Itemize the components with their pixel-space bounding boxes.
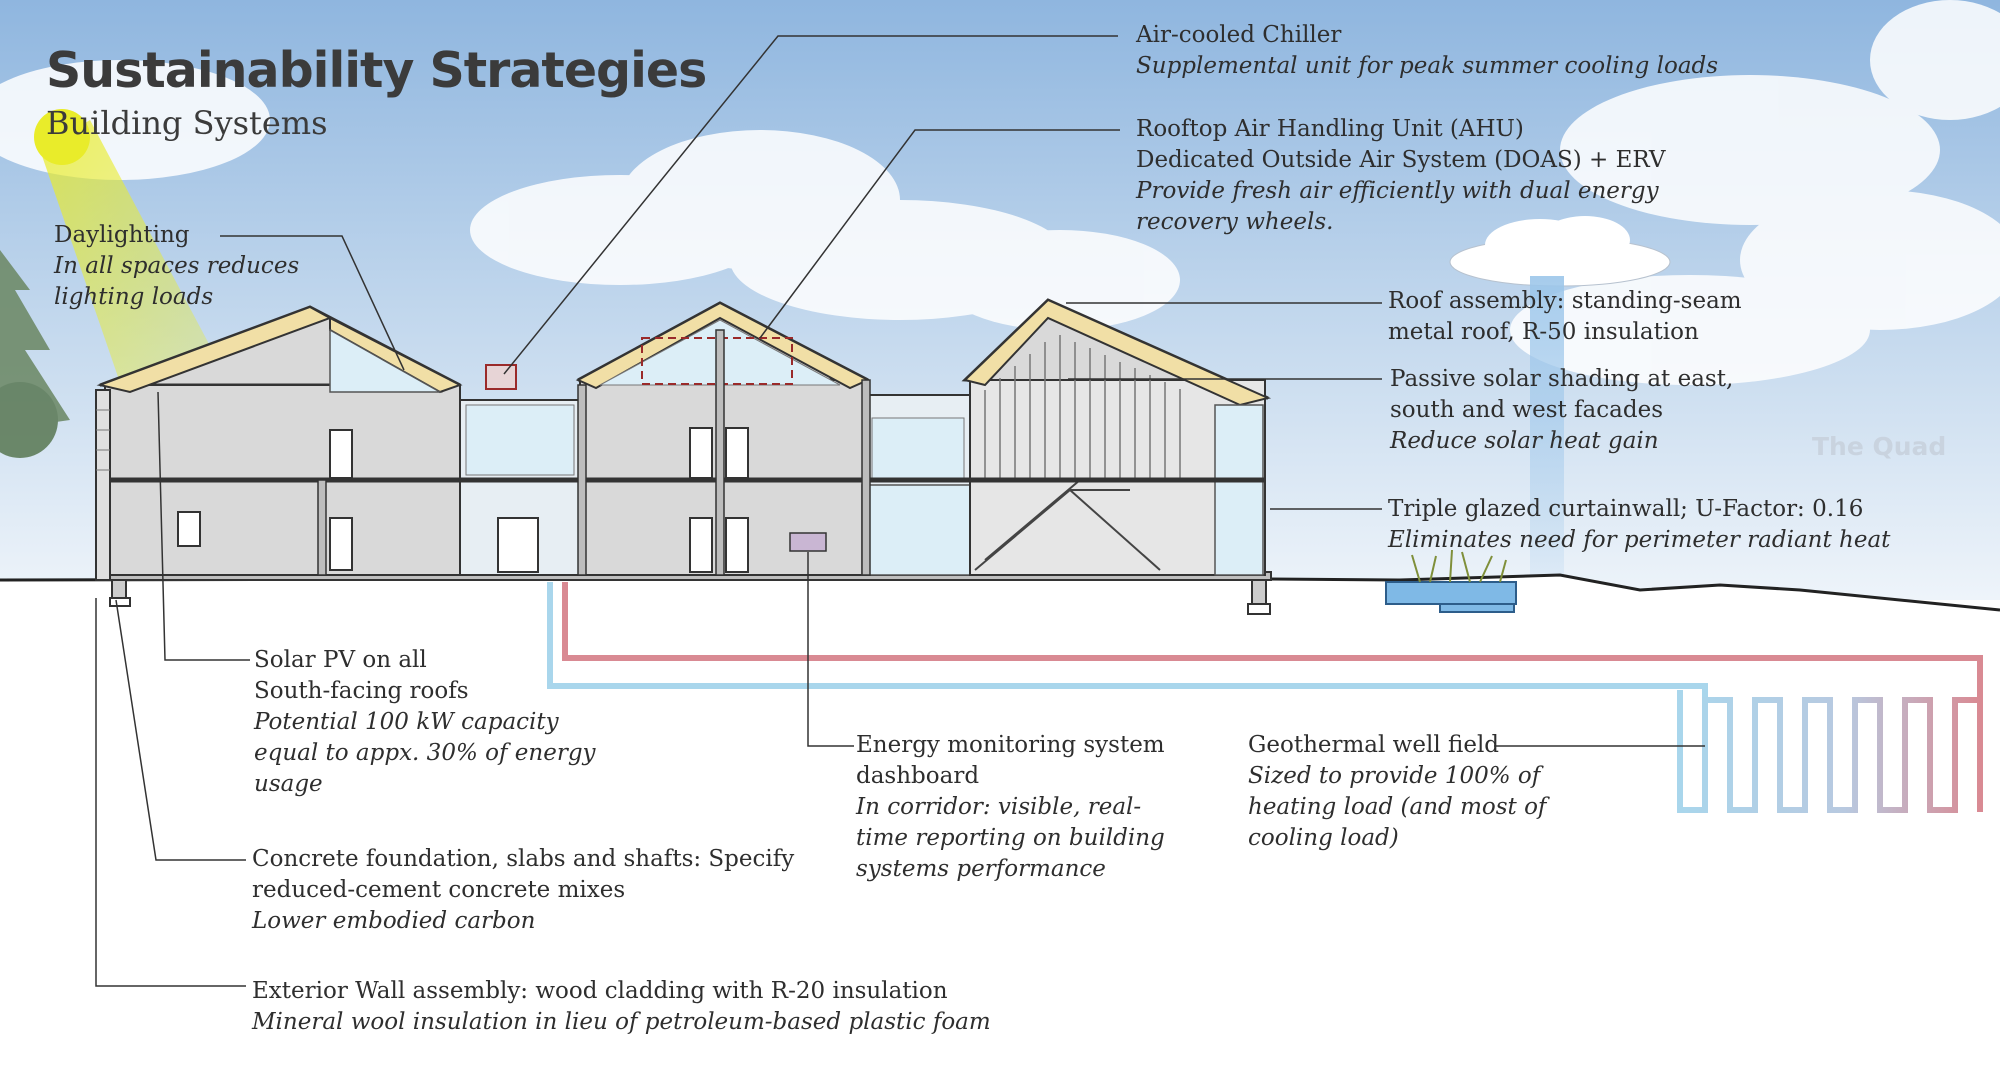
callout-note: In corridor: visible, real- — [856, 794, 1142, 820]
callout-daylighting: Daylighting In all spaces reduces lighti… — [54, 220, 299, 313]
callout-note: recovery wheels. — [1136, 209, 1334, 235]
callout-note: usage — [254, 771, 323, 797]
callout-chiller: Air-cooled Chiller Supplemental unit for… — [1136, 20, 1718, 82]
callout-text: South-facing roofs — [254, 678, 469, 704]
callout-note: Potential 100 kW capacity — [254, 709, 559, 735]
page-subtitle: Building Systems — [46, 104, 328, 142]
callout-text: Triple glazed curtainwall; U-Factor: 0.1… — [1388, 496, 1864, 522]
callout-note: cooling load) — [1248, 825, 1399, 851]
callout-note: Eliminates need for perimeter radiant he… — [1388, 527, 1891, 553]
page-title: Sustainability Strategies — [46, 42, 707, 99]
leader-lines — [95, 35, 1705, 987]
callout-geothermal: Geothermal well field Sized to provide 1… — [1248, 730, 1546, 854]
shading-fins — [984, 335, 1181, 480]
callout-glazing: Triple glazed curtainwall; U-Factor: 0.1… — [1388, 494, 1890, 556]
callout-note: Sized to provide 100% of — [1248, 763, 1541, 789]
doors — [177, 427, 749, 573]
geothermal-piping — [547, 582, 1983, 813]
callout-solar-pv: Solar PV on all South-facing roofs Poten… — [254, 645, 596, 800]
tree-left — [0, 250, 70, 458]
callout-text: south and west facades — [1390, 397, 1664, 423]
callout-text: Exterior Wall assembly: wood cladding wi… — [252, 978, 948, 1004]
callout-monitoring: Energy monitoring system dashboard In co… — [856, 730, 1165, 885]
callout-text: Geothermal well field — [1248, 732, 1500, 758]
callout-text: reduced-cement concrete mixes — [252, 877, 626, 903]
callout-text: Rooftop Air Handling Unit (AHU) — [1136, 116, 1524, 142]
ahu-unit — [641, 337, 793, 385]
building-section — [95, 298, 1272, 615]
callout-text: Air-cooled Chiller — [1136, 22, 1342, 48]
callout-note: Reduce solar heat gain — [1390, 428, 1659, 454]
callout-roof: Roof assembly: standing-seam metal roof,… — [1388, 286, 1742, 348]
monitoring-dashboard — [789, 532, 827, 552]
callout-note: Lower embodied carbon — [252, 908, 536, 934]
chiller-unit — [485, 364, 517, 390]
callout-note: In all spaces reduces — [54, 253, 300, 279]
callout-exterior-wall: Exterior Wall assembly: wood cladding wi… — [252, 976, 991, 1038]
callout-text: Dedicated Outside Air System (DOAS) + ER… — [1136, 147, 1666, 173]
callout-text: Daylighting — [54, 222, 190, 248]
rain-cloud-icon — [1449, 216, 1671, 606]
callout-shading: Passive solar shading at east, south and… — [1390, 364, 1733, 457]
callout-note: equal to appx. 30% of energy — [254, 740, 596, 766]
callout-note: Supplemental unit for peak summer coolin… — [1136, 53, 1719, 79]
callout-note: heating load (and most of — [1248, 794, 1547, 820]
callout-note: Mineral wool insulation in lieu of petro… — [252, 1009, 991, 1035]
callout-text: Concrete foundation, slabs and shafts: S… — [252, 846, 795, 872]
callout-text: metal roof, R-50 insulation — [1388, 319, 1699, 345]
callout-ahu: Rooftop Air Handling Unit (AHU) Dedicate… — [1136, 114, 1666, 238]
callout-note: Provide fresh air efficiently with dual … — [1136, 178, 1659, 204]
sun-icon — [34, 109, 90, 165]
callout-text: Passive solar shading at east, — [1390, 366, 1734, 392]
callout-concrete: Concrete foundation, slabs and shafts: S… — [252, 844, 794, 937]
callout-note: time reporting on building — [856, 825, 1165, 851]
callout-text: Energy monitoring system — [856, 732, 1165, 758]
callout-text: dashboard — [856, 763, 980, 789]
callout-text: Solar PV on all — [254, 647, 427, 673]
ground — [0, 575, 2000, 1067]
pond — [1385, 549, 1517, 613]
callout-text: Roof assembly: standing-seam — [1388, 288, 1742, 314]
callout-note: systems performance — [856, 856, 1106, 882]
site-label: The Quad — [1812, 432, 1947, 461]
stair — [974, 479, 1161, 571]
callout-note: lighting loads — [54, 284, 214, 310]
